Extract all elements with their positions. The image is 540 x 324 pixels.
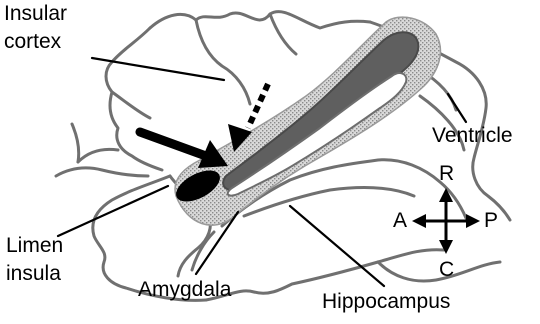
limen-insula-label-line2: insula bbox=[6, 262, 61, 286]
amygdala-label: Amygdala bbox=[138, 278, 231, 302]
insular-cortex-outline bbox=[150, 12, 370, 28]
hippocampus-label: Hippocampus bbox=[322, 290, 450, 314]
insular-gyrus-mid2-outline bbox=[270, 14, 296, 54]
compass-posterior-label: P bbox=[484, 209, 498, 233]
insular-cortex-leader bbox=[92, 58, 224, 80]
left-sulcus-outline bbox=[112, 92, 150, 118]
limen-insula-label-line1: Limen bbox=[6, 234, 63, 258]
ventricle-leader bbox=[448, 94, 466, 122]
insular-cortex-label-line1: Insular bbox=[4, 2, 67, 26]
insular-gyrus-mid-outline bbox=[196, 20, 250, 104]
left-branch-2 bbox=[56, 168, 148, 176]
left-branch-3 bbox=[78, 149, 118, 162]
limen-insula-leader bbox=[58, 186, 168, 236]
compass-icon bbox=[412, 188, 480, 254]
compass-caudal-label: C bbox=[439, 258, 454, 282]
left-branch-1 bbox=[72, 124, 79, 162]
ventricle-label: Ventricle bbox=[432, 124, 513, 148]
solid-arrow bbox=[140, 132, 228, 168]
compass-rostral-label: R bbox=[439, 162, 454, 186]
insular-cortex-label-line2: cortex bbox=[4, 30, 61, 54]
compass-anterior-label: A bbox=[393, 209, 407, 233]
